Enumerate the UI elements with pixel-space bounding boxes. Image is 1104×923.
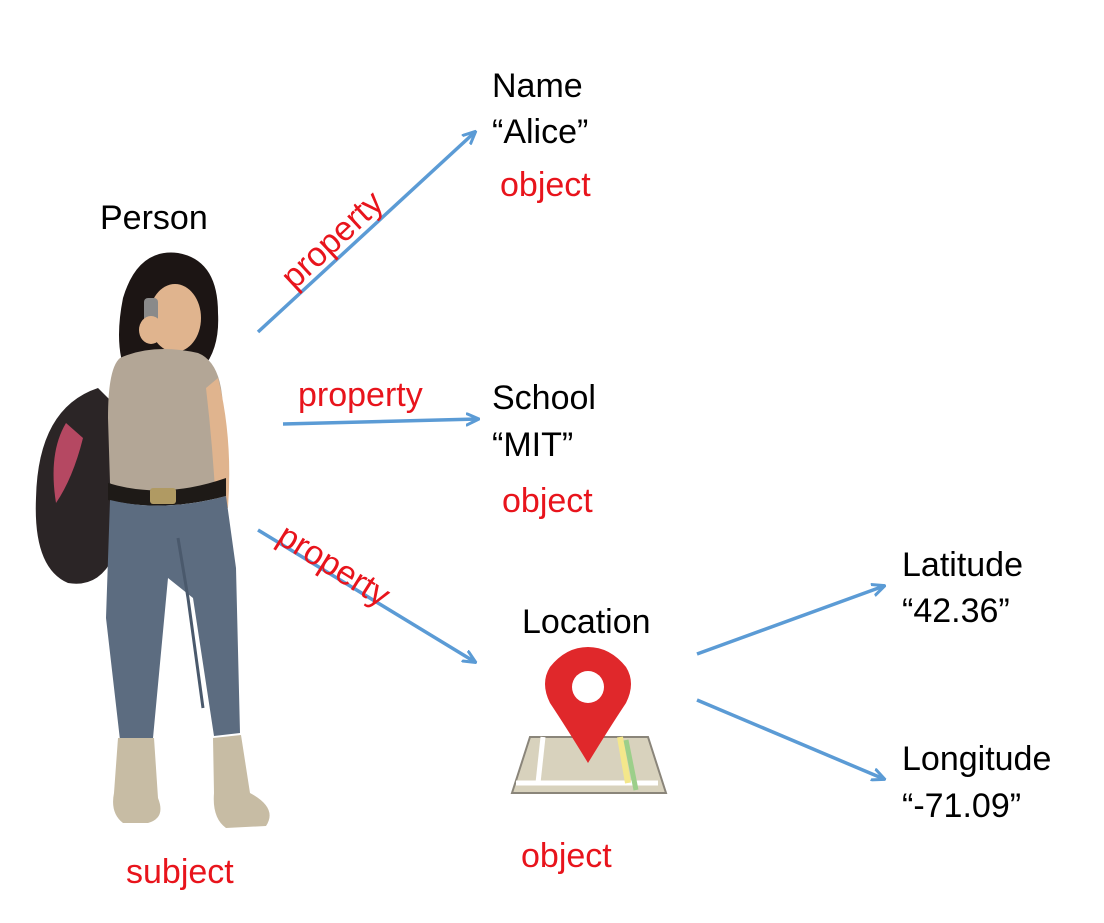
arrow-to-school	[282, 419, 478, 424]
location-object-role: object	[521, 837, 612, 875]
arrow-to-longitude	[696, 698, 884, 779]
latitude-title: Latitude	[902, 546, 1023, 584]
name-object-role: object	[500, 166, 591, 204]
subject-role: subject	[126, 853, 234, 891]
longitude-title: Longitude	[902, 740, 1052, 778]
map-pin-icon	[510, 647, 668, 794]
edge-label-school: property	[298, 376, 423, 414]
school-object-value: “MIT”	[492, 426, 574, 464]
person-illustration	[35, 252, 270, 828]
arrow-to-name	[256, 132, 475, 334]
subject-title: Person	[100, 199, 208, 237]
location-object-title: Location	[522, 603, 651, 641]
school-object-title: School	[492, 379, 596, 417]
longitude-value: “-71.09”	[902, 787, 1022, 825]
latitude-value: “42.36”	[902, 592, 1010, 630]
name-object-title: Name	[492, 67, 583, 105]
arrow-to-latitude	[696, 586, 884, 656]
arrow-to-location	[257, 528, 475, 662]
school-object-role: object	[502, 482, 593, 520]
name-object-value: “Alice”	[492, 113, 589, 151]
